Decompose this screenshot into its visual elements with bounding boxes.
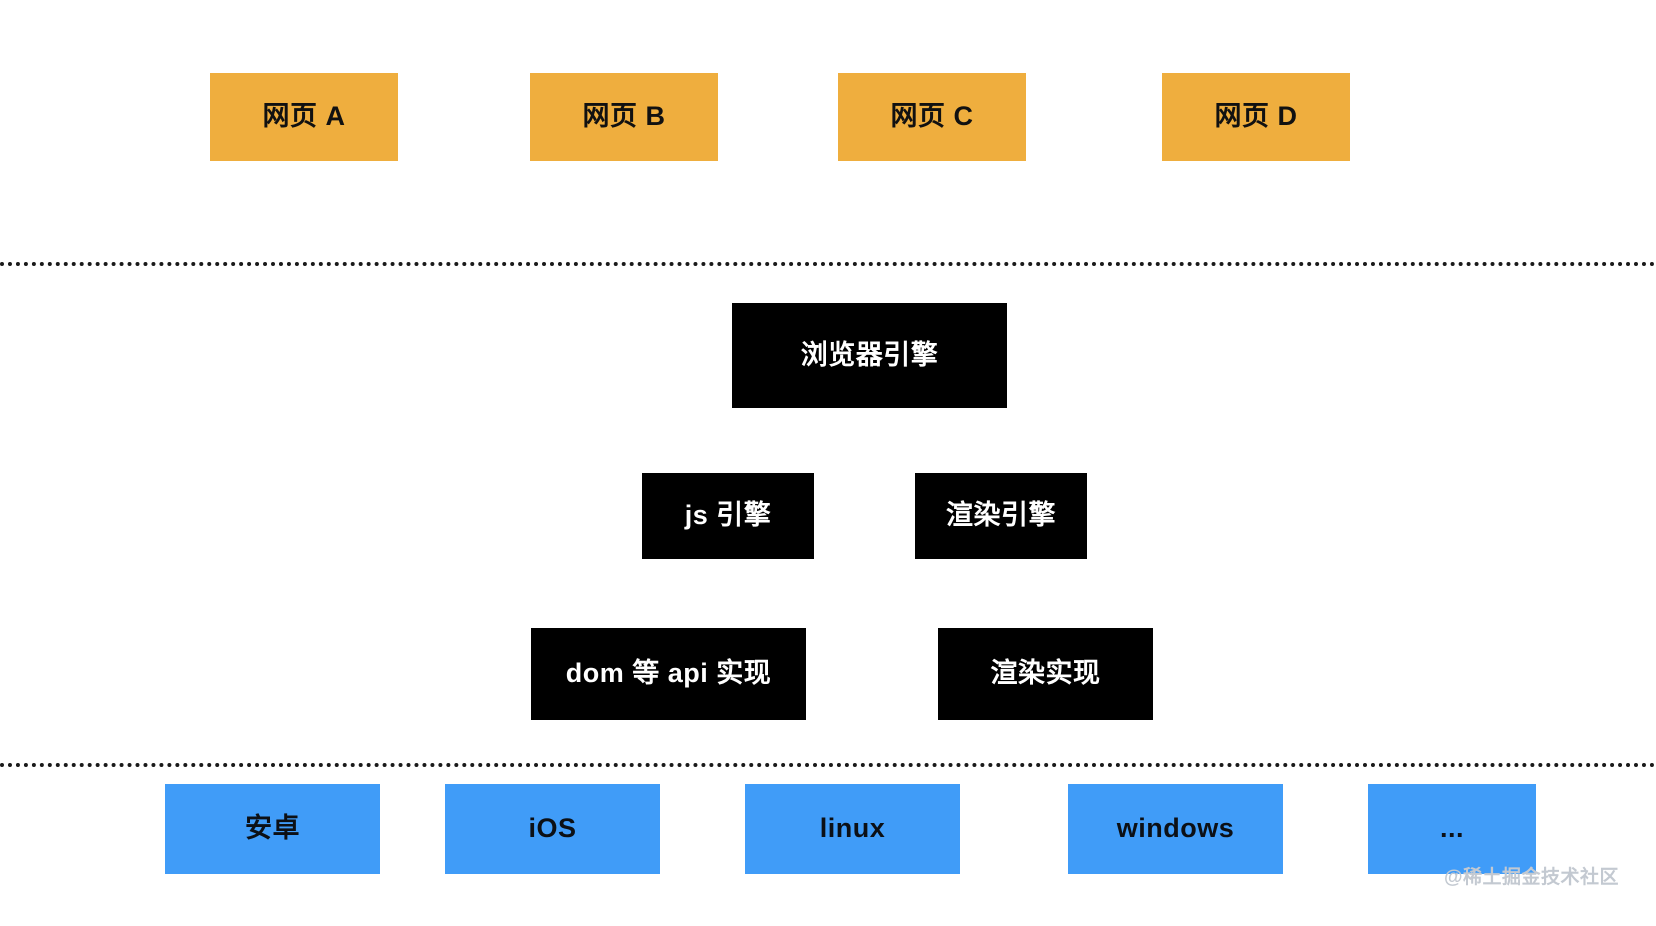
divider-bottom (0, 763, 1656, 767)
os-box-4: windows (1068, 784, 1283, 874)
os-box-5: ... (1368, 784, 1536, 874)
os-box-2: iOS (445, 784, 660, 874)
engine-box-3: 渲染引擎 (915, 473, 1087, 559)
engine-box-5: 渲染实现 (938, 628, 1153, 720)
web-page-box-4: 网页 D (1162, 73, 1350, 161)
web-page-box-3: 网页 C (838, 73, 1026, 161)
web-page-box-1: 网页 A (210, 73, 398, 161)
os-box-3: linux (745, 784, 960, 874)
watermark: @稀土掘金技术社区 (1444, 867, 1620, 888)
web-page-box-2: 网页 B (530, 73, 718, 161)
os-box-1: 安卓 (165, 784, 380, 874)
divider-top (0, 262, 1656, 266)
engine-box-1: 浏览器引擎 (732, 303, 1007, 408)
engine-box-2: js 引擎 (642, 473, 814, 559)
engine-box-4: dom 等 api 实现 (531, 628, 806, 720)
